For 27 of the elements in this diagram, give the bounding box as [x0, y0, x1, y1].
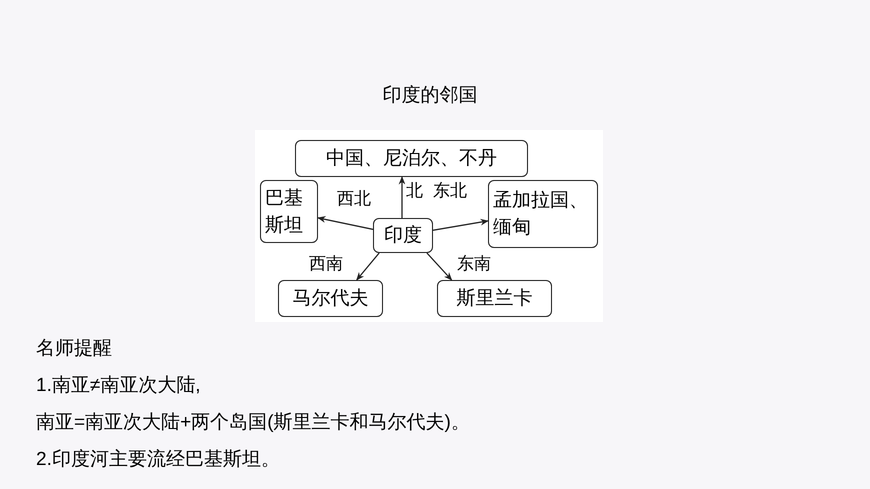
- country-box: [278, 280, 383, 317]
- edge-label: 西南: [308, 254, 344, 274]
- edge-label: 西北: [336, 189, 372, 209]
- country-box: [295, 140, 528, 177]
- country-name: 孟加拉国、缅甸: [493, 188, 589, 240]
- edge-label: 东北: [432, 181, 468, 201]
- country-box: [373, 218, 433, 253]
- edge-label: 北: [405, 181, 424, 201]
- diagram-title: 印度的邻国: [382, 84, 478, 108]
- arrow: [356, 252, 380, 281]
- country-name: 印度: [384, 223, 422, 248]
- note-text: 南亚=南亚次大陆+两个岛国(斯里兰卡和马尔代夫)。: [36, 411, 470, 435]
- country-box: [260, 180, 318, 243]
- country-box: [488, 180, 598, 248]
- arrow: [426, 252, 452, 281]
- arrow: [317, 216, 374, 230]
- country-box: [437, 280, 552, 317]
- note-text: 2.印度河主要流经巴基斯坦。: [36, 448, 281, 472]
- note-text: 1.南亚≠南亚次大陆,: [36, 374, 202, 398]
- country-name: 巴基斯坦: [265, 186, 304, 238]
- edge-label: 东南: [456, 254, 492, 274]
- note-heading: 名师提醒: [36, 337, 113, 361]
- arrow: [432, 218, 489, 231]
- country-name: 中国、尼泊尔、不丹: [326, 146, 497, 171]
- country-name: 马尔代夫: [292, 286, 368, 311]
- country-name: 斯里兰卡: [456, 286, 532, 311]
- arrow: [398, 176, 406, 218]
